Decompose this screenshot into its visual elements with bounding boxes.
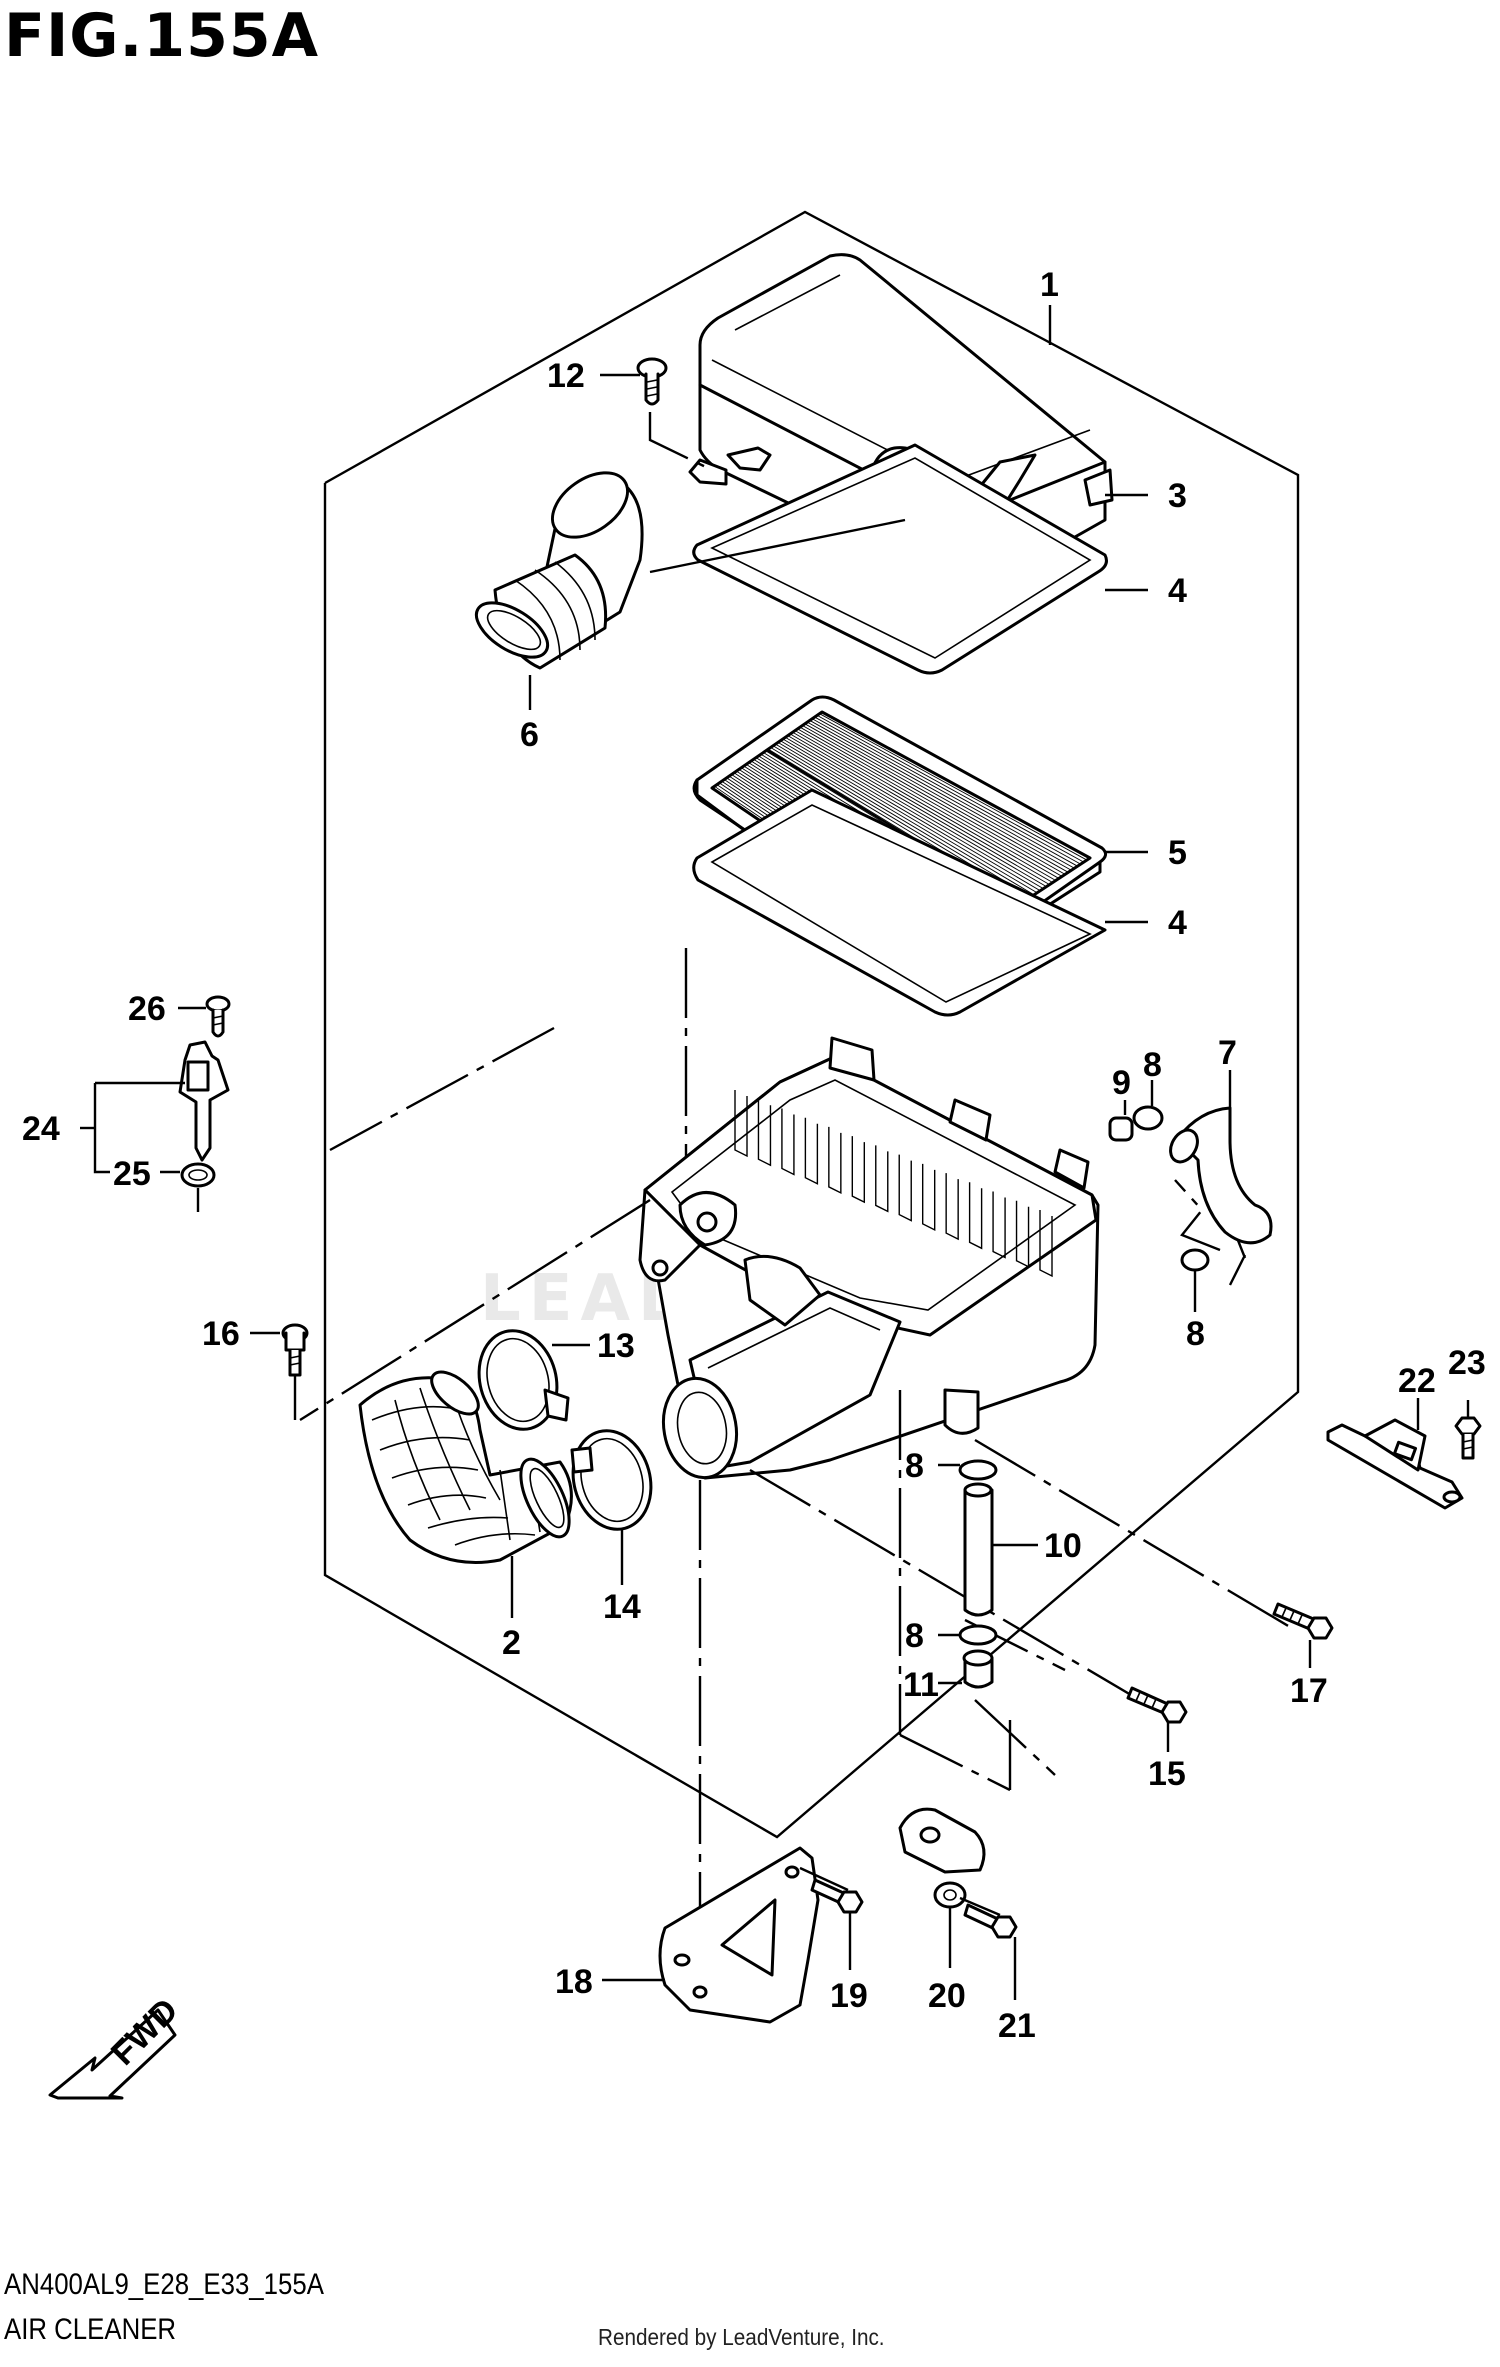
callout-2: 2 bbox=[502, 1624, 521, 1662]
part-23-bolt bbox=[1454, 1400, 1482, 1460]
callout-11: 11 bbox=[903, 1666, 939, 1704]
part-16-bolt bbox=[250, 1323, 309, 1377]
part-25-o-ring bbox=[160, 1162, 216, 1212]
part-3-4-upper-gaskets bbox=[692, 443, 1108, 675]
part-26-screw bbox=[178, 995, 231, 1038]
render-credit: Rendered by LeadVenture, Inc. bbox=[598, 2324, 885, 2350]
callout-7: 7 bbox=[1218, 1034, 1237, 1072]
part-2-outlet-hose bbox=[358, 1370, 573, 1618]
callout-17: 17 bbox=[1290, 1672, 1328, 1710]
callout-24: 24 bbox=[22, 1110, 60, 1148]
callout-1: 1 bbox=[1040, 266, 1059, 304]
callout-20: 20 bbox=[928, 1977, 966, 2015]
callout-8-drain-top: 8 bbox=[905, 1447, 924, 1485]
part-20-bracket bbox=[898, 1807, 1001, 1968]
part-19-bolt bbox=[810, 1878, 864, 1970]
fwd-direction-arrow: FWD bbox=[48, 1991, 185, 2100]
callout-4-upper: 4 bbox=[1168, 572, 1187, 610]
part-13-clamp bbox=[477, 1329, 590, 1431]
callout-14: 14 bbox=[603, 1588, 641, 1626]
callout-labels: 1 2 3 4 4 5 6 7 8 8 8 8 9 10 11 12 13 14… bbox=[22, 266, 1486, 2045]
part-8-clip-drain-bottom bbox=[938, 1624, 998, 1646]
callout-13: 13 bbox=[597, 1327, 635, 1365]
callout-4-lower: 4 bbox=[1168, 904, 1187, 942]
part-18-bracket-plate bbox=[602, 1846, 849, 2024]
callout-16: 16 bbox=[202, 1315, 240, 1353]
callout-8-breather-upper: 8 bbox=[1143, 1046, 1162, 1084]
alignment-lines bbox=[293, 1179, 1296, 2010]
part-11-drain-plug bbox=[938, 1649, 994, 1689]
assembly-frame bbox=[323, 210, 1300, 1839]
callout-6: 6 bbox=[520, 716, 539, 754]
callout-26: 26 bbox=[128, 990, 166, 1028]
callout-22: 22 bbox=[1398, 1362, 1436, 1400]
part-case-body bbox=[329, 948, 1100, 1480]
part-9-cap bbox=[1108, 1100, 1134, 1142]
callout-10: 10 bbox=[1044, 1527, 1082, 1565]
callout-21: 21 bbox=[998, 2007, 1036, 2045]
part-8-clip-drain-top bbox=[938, 1459, 998, 1481]
callout-8-drain-bottom: 8 bbox=[905, 1617, 924, 1655]
callout-15: 15 bbox=[1148, 1755, 1186, 1793]
callout-12: 12 bbox=[547, 357, 585, 395]
figure-title: FIG.155A bbox=[4, 1, 320, 71]
callout-25: 25 bbox=[113, 1155, 151, 1193]
case-ribs bbox=[734, 1090, 1053, 1278]
callout-5: 5 bbox=[1168, 834, 1187, 872]
diagram-code: AN400AL9_E28_E33_155A bbox=[4, 2268, 324, 2301]
part-15-bolt bbox=[1126, 1686, 1188, 1752]
part-10-drain-tube bbox=[963, 1482, 1038, 1617]
callout-18: 18 bbox=[555, 1963, 593, 2001]
part-22-bracket bbox=[1326, 1398, 1464, 1510]
part-24-intake-air-temp-sensor bbox=[80, 1040, 230, 1174]
callout-9: 9 bbox=[1112, 1064, 1131, 1102]
part-6-intake-duct bbox=[474, 471, 906, 670]
part-12-screw bbox=[636, 357, 713, 472]
part-14-clamp bbox=[570, 1429, 653, 1585]
part-5-filter-element bbox=[692, 695, 1107, 1017]
part-7-breather-hose bbox=[1169, 1070, 1273, 1245]
callout-8-breather-lower: 8 bbox=[1186, 1315, 1205, 1353]
part-21-bolt bbox=[963, 1903, 1018, 2000]
part-8-clip-upper bbox=[1132, 1080, 1164, 1131]
callout-19: 19 bbox=[830, 1977, 868, 2015]
callout-3: 3 bbox=[1168, 477, 1187, 515]
part-17-bolt bbox=[1272, 1602, 1334, 1668]
callout-23: 23 bbox=[1448, 1344, 1486, 1382]
callout-leaders bbox=[528, 305, 1148, 924]
diagram-caption: AIR CLEANER bbox=[4, 2313, 177, 2346]
part-8-clip-lower bbox=[1180, 1248, 1210, 1312]
